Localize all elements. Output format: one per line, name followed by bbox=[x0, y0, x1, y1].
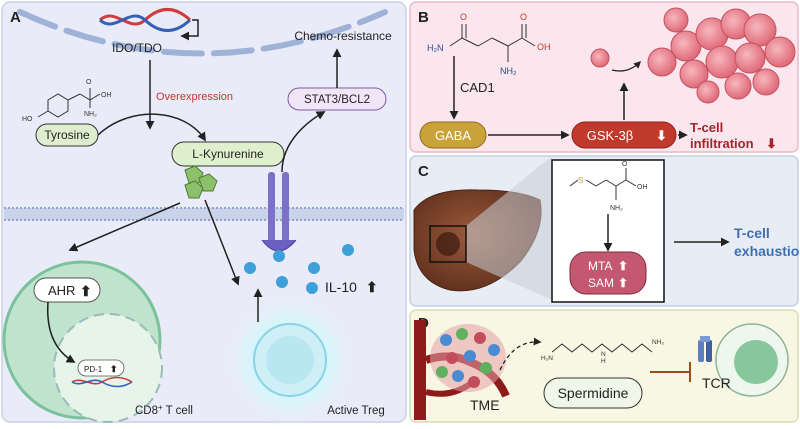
stat3-label: STAT3/BCL2 bbox=[304, 94, 370, 106]
panel-b: B O O H₂N OH NH₂ CAD1 GABA GSK-3β ⬇ T- bbox=[409, 1, 799, 153]
il10-dot bbox=[244, 262, 256, 274]
mta-sam-pill bbox=[569, 251, 647, 295]
liver-tumor-spot bbox=[436, 232, 460, 256]
ahr-to-pd1-arrow bbox=[46, 301, 76, 363]
tme-to-spermidine-arrow bbox=[499, 337, 542, 371]
spermidine-h2n-label: H₂N bbox=[541, 355, 553, 362]
methionine-oh-label: OH bbox=[637, 184, 648, 191]
spermidine-nh2-label: NH₂ bbox=[652, 339, 664, 346]
cell-membrane bbox=[4, 207, 404, 221]
receptor-icon bbox=[261, 172, 297, 252]
mta-up-icon: ⬆ bbox=[618, 259, 628, 273]
nuclear-envelope bbox=[17, 9, 388, 57]
glutamine-oh-label: OH bbox=[537, 42, 551, 52]
sam-up-icon: ⬆ bbox=[618, 276, 628, 290]
tcell-infiltration-line1: T-cell bbox=[690, 120, 723, 135]
cad1-label: CAD1 bbox=[460, 80, 495, 95]
sam-label: SAM bbox=[588, 276, 614, 290]
exhaustion-line2: exhaustion bbox=[734, 243, 800, 259]
ahr-pill bbox=[33, 277, 101, 303]
il10-dot bbox=[276, 276, 288, 288]
panel-c: C S O OH NH₂ MTA ⬆ SAM ⬆ T-cell exhausti bbox=[409, 155, 800, 307]
active-treg-label: Active Treg bbox=[327, 405, 385, 417]
panel-b-letter: B bbox=[418, 9, 429, 26]
spermidine-n-label: N bbox=[601, 351, 606, 358]
panel-d: D TME H₂N N H NH₂ Spermidin bbox=[409, 309, 799, 423]
tcell-infiltration-line2: infiltration bbox=[690, 136, 754, 151]
spermidine-h-label: H bbox=[601, 358, 606, 365]
pd1-up-icon: ⬆ bbox=[110, 364, 118, 374]
methionine-structure-icon bbox=[569, 168, 637, 200]
spermidine-structure-icon bbox=[551, 343, 653, 353]
panel-a: A IDO/TDO Overexpression O OH NH₂ HO Tyr… bbox=[1, 1, 407, 428]
panel-c-letter: C bbox=[418, 163, 429, 180]
tumor-cluster-icon bbox=[590, 7, 796, 104]
kynurenine-label: L-Kynurenine bbox=[192, 147, 264, 161]
methionine-s-label: S bbox=[578, 176, 583, 185]
glutamine-o2-label: O bbox=[520, 12, 527, 22]
kynurenine-pill bbox=[171, 141, 285, 167]
tyrosine-ho-label: HO bbox=[22, 116, 33, 123]
kynurenine-to-cd8-arrow bbox=[68, 202, 181, 252]
tyrosine-structure-icon bbox=[37, 88, 101, 118]
gaba-label: GABA bbox=[435, 128, 471, 143]
tcr-label: TCR bbox=[702, 375, 731, 391]
tyrosine-label: Tyrosine bbox=[44, 128, 90, 142]
gene-arrow bbox=[180, 19, 199, 41]
pd1-pill bbox=[77, 359, 125, 377]
il10-dot bbox=[306, 282, 318, 294]
tyrosine-nh2-label: NH₂ bbox=[84, 111, 97, 118]
gsk-label: GSK-3β bbox=[587, 128, 634, 143]
il10-dot bbox=[308, 262, 320, 274]
tyrosine-o-label: O bbox=[86, 79, 92, 86]
methionine-nh2-label: NH₂ bbox=[610, 205, 623, 212]
tyrosine-to-kynurenine-arrow bbox=[97, 113, 206, 142]
tme-icon bbox=[414, 320, 510, 420]
overexpression-label: Overexpression bbox=[156, 91, 233, 103]
il10-dot bbox=[342, 244, 354, 256]
pd1-label: PD-1 bbox=[84, 365, 103, 374]
spermidine-pill bbox=[543, 377, 643, 409]
glutamine-o1-label: O bbox=[460, 12, 467, 22]
zoom-region-box bbox=[429, 225, 467, 263]
t-cell-nucleus bbox=[734, 340, 778, 384]
gsk-down-icon: ⬇ bbox=[656, 128, 667, 143]
methionine-o-label: O bbox=[622, 161, 628, 168]
treg-nucleus bbox=[266, 336, 314, 384]
zoom-wedge bbox=[466, 156, 552, 300]
tcr-icon bbox=[698, 336, 712, 362]
spermidine-label: Spermidine bbox=[558, 385, 629, 401]
chemo-resistance-label: Chemo-resistance bbox=[294, 29, 392, 43]
ahr-up-icon: ⬆ bbox=[80, 283, 92, 299]
tumor-growth-arrow bbox=[611, 60, 642, 72]
ido-tdo-label: IDO/TDO bbox=[112, 41, 162, 55]
glutamine-nh2-label: NH₂ bbox=[500, 66, 517, 76]
exhaustion-line1: T-cell bbox=[734, 225, 770, 241]
cd8-dna-icon bbox=[71, 376, 133, 388]
mta-label: MTA bbox=[588, 259, 612, 273]
glutamine-structure-icon bbox=[449, 24, 536, 62]
dna-helix-icon bbox=[98, 8, 192, 32]
receptor-to-stat3-arrow bbox=[281, 111, 326, 173]
gaba-pill bbox=[419, 121, 487, 149]
cd8-label: CD8+ T cell bbox=[135, 403, 193, 418]
tyrosine-oh-label: OH bbox=[101, 92, 112, 99]
il10-up-icon: ⬆ bbox=[366, 279, 378, 295]
panel-a-letter: A bbox=[10, 9, 21, 26]
gsk-pill bbox=[571, 121, 677, 149]
kynurenine-to-treg-arrow bbox=[204, 199, 240, 286]
kynurenine-molecule-icon bbox=[184, 165, 218, 199]
ahr-label: AHR bbox=[48, 283, 75, 298]
il10-dot-bound bbox=[273, 250, 285, 262]
infiltration-down-icon: ⬇ bbox=[766, 136, 777, 151]
tme-label: TME bbox=[470, 397, 500, 413]
il10-label: IL-10 bbox=[325, 279, 357, 295]
glutamine-h2n-label: H₂N bbox=[427, 43, 444, 53]
